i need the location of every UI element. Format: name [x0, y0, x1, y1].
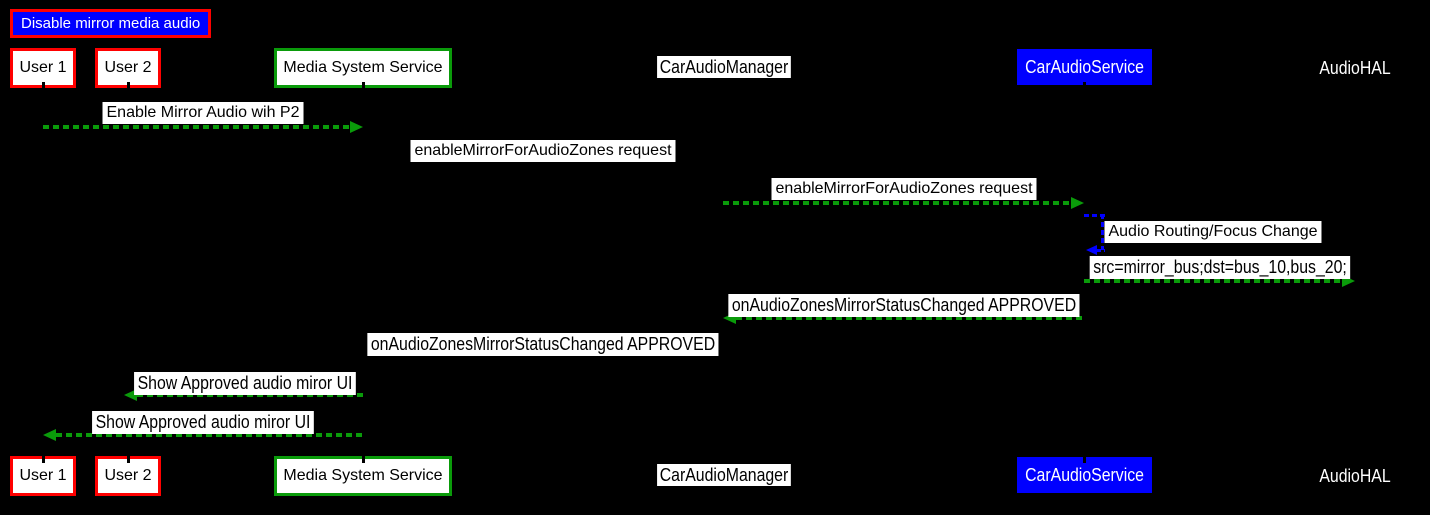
- message-label-3: enableMirrorForAudioZones request: [771, 178, 1037, 200]
- participant-car-audio-service-bottom: CarAudioService: [1017, 457, 1152, 493]
- message-arrow-6-line: [736, 316, 1084, 320]
- participant-user1-bottom: User 1: [10, 456, 76, 496]
- participant-media-system-service-top: Media System Service: [274, 48, 452, 88]
- participant-car-audio-manager-bottom: CarAudioManager: [657, 464, 791, 486]
- participant-car-audio-service-top: CarAudioService: [1017, 49, 1152, 85]
- arrowhead-left-icon: [43, 429, 56, 441]
- arrowhead-right-icon: [350, 121, 363, 133]
- participant-audio-hal-top: AudioHAL: [1319, 58, 1391, 78]
- participant-car-audio-service-bottom-label: CarAudioService: [1025, 464, 1144, 485]
- arrowhead-right-icon: [711, 159, 724, 171]
- arrowhead-left-icon: [1086, 245, 1097, 255]
- message-label-9: Show Approved audio miror UI: [92, 411, 314, 434]
- message-label-2: enableMirrorForAudioZones request: [410, 140, 676, 162]
- arrowhead-right-icon: [1071, 197, 1084, 209]
- message-arrow-7-line: [376, 355, 724, 359]
- message-arrow-5-line: [1084, 279, 1342, 283]
- participant-audio-hal-bottom: AudioHAL: [1319, 466, 1391, 486]
- self-loop-bottom-line: [1096, 249, 1105, 252]
- diagram-title: Disable mirror media audio: [10, 9, 212, 38]
- self-loop-top-line: [1084, 214, 1106, 217]
- self-loop-right-line: [1101, 214, 1104, 250]
- participant-user2-bottom: User 2: [95, 456, 161, 496]
- participant-car-audio-service-top-label: CarAudioService: [1025, 56, 1144, 77]
- message-arrow-1-line: [43, 125, 351, 129]
- message-label-7: onAudioZonesMirrorStatusChanged APPROVED: [367, 333, 719, 356]
- message-label-1: Enable Mirror Audio wih P2: [102, 102, 304, 124]
- participant-car-audio-manager-top: CarAudioManager: [657, 56, 791, 78]
- message-arrow-2-line: [363, 163, 711, 167]
- lifeline-media-system-service: [362, 82, 365, 463]
- lifeline-user2: [127, 82, 130, 463]
- message-arrow-9-line: [56, 433, 363, 437]
- message-label-5: src=mirror_bus;dst=bus_10,bus_20;: [1089, 256, 1351, 279]
- message-label-8: Show Approved audio miror UI: [134, 372, 356, 395]
- message-arrow-8-line: [137, 393, 363, 397]
- arrowhead-left-icon: [124, 389, 137, 401]
- lifeline-car-audio-manager: [723, 82, 726, 463]
- lifeline-car-audio-service: [1083, 82, 1086, 463]
- message-label-6: onAudioZonesMirrorStatusChanged APPROVED: [728, 294, 1080, 317]
- message-label-4: Audio Routing/Focus Change: [1104, 221, 1322, 243]
- participant-user1-top: User 1: [10, 48, 76, 88]
- message-arrow-3-line: [723, 201, 1071, 205]
- lifeline-user1: [42, 82, 45, 463]
- lifeline-audio-hal: [1354, 82, 1357, 463]
